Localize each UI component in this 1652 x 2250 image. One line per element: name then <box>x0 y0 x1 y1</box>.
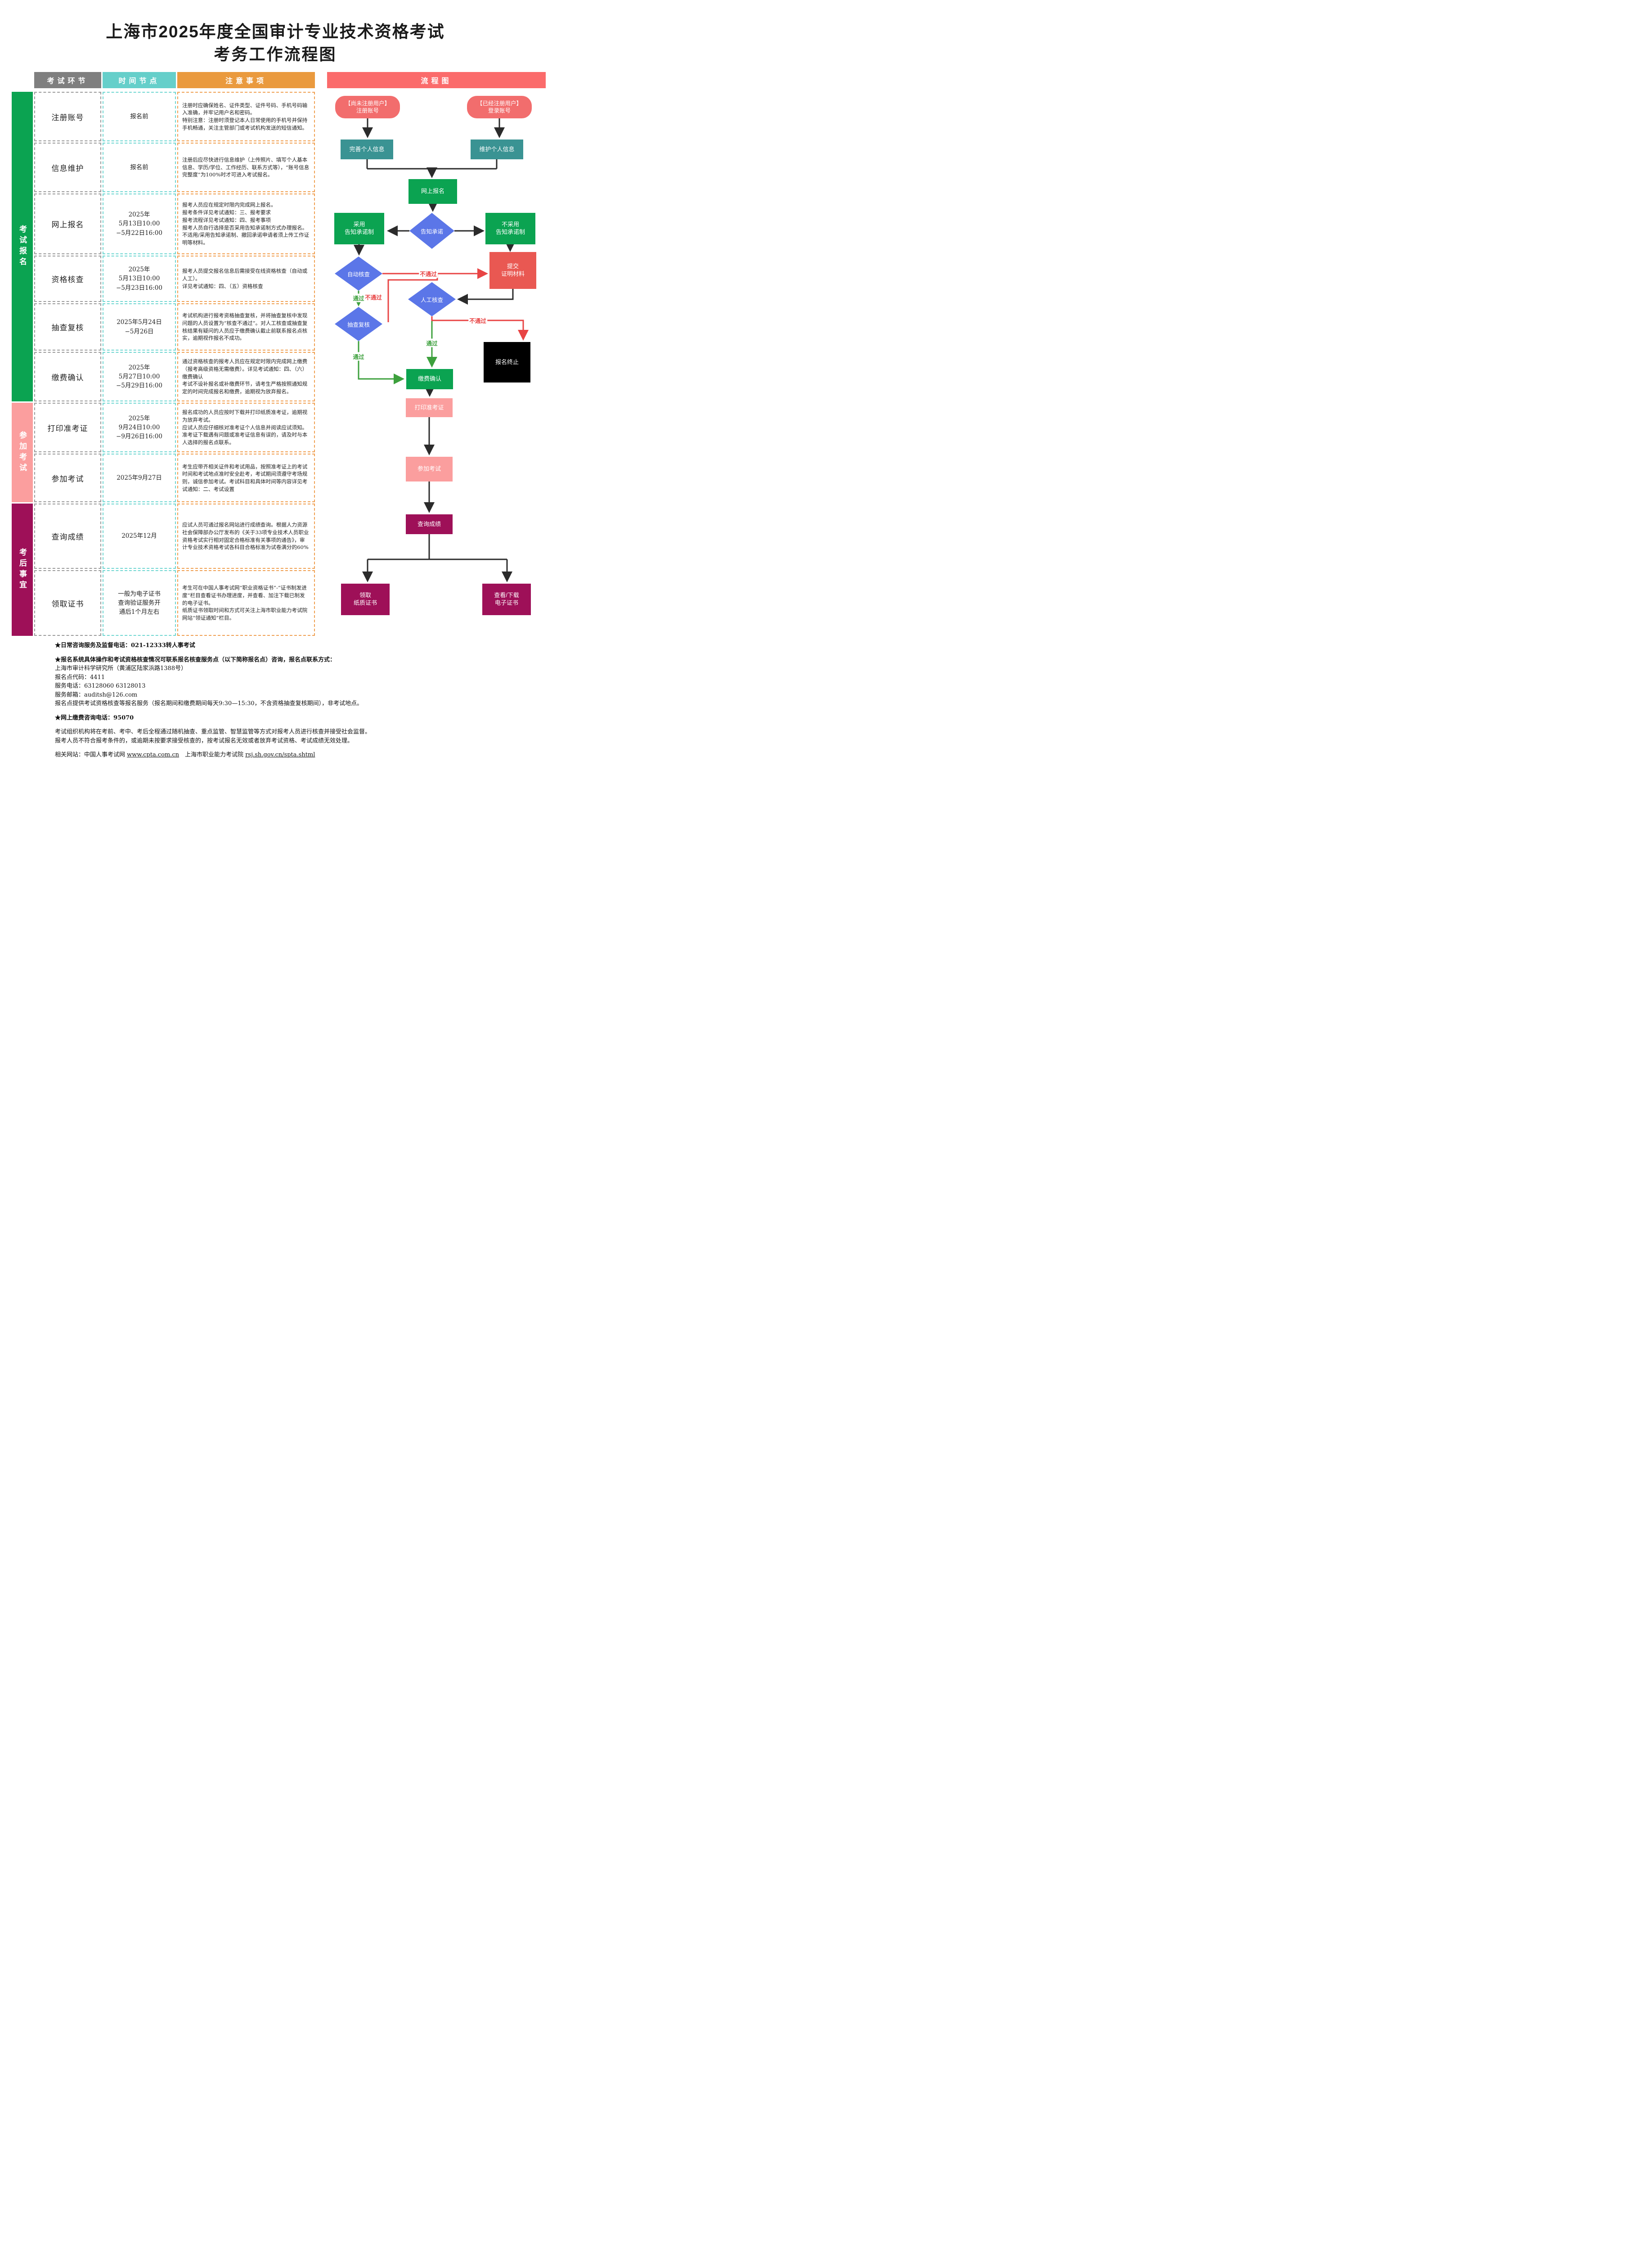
flow-node-maintain-info: 维护个人信息 <box>471 140 523 159</box>
flow-node-reg-end: 报名终止 <box>484 342 530 382</box>
edge-label-fail: 不通过 <box>364 292 383 302</box>
time-cell: 2025年 5月13日10:00 −5月22日16:00 <box>103 194 176 254</box>
header-time: 时间节点 <box>103 72 176 88</box>
link-cpta[interactable]: www.cpta.com.cn <box>127 752 180 758</box>
footer-email: 服务邮箱：auditsh@126.com <box>55 691 138 698</box>
flow-node-print-ticket: 打印准考证 <box>406 398 453 417</box>
flow-node-complete-info: 完善个人信息 <box>341 140 393 159</box>
time-cell: 一般为电子证书 查询验证服务开 通后1个月左右 <box>103 570 176 636</box>
flow-node-e-cert: 查看/下载 电子证书 <box>482 584 531 615</box>
footer-pay-hotline: ★网上缴费咨询电话：95070 <box>55 714 134 721</box>
stage-cell: 参加考试 <box>34 454 101 502</box>
stage-cell: 注册账号 <box>34 92 101 141</box>
sidebar-group-exam: 参加考试 <box>12 403 33 502</box>
sidebar-group-registration: 考试报名 <box>12 92 33 401</box>
stage-cell: 查询成绩 <box>34 504 101 569</box>
footer-hotline: ★日常咨询服务及监督电话：021-12333转人事考试 <box>55 642 195 649</box>
table-header-row: 考试环节 时间节点 注意事项 <box>12 72 315 88</box>
footer-supervision-2: 报考人员不符合报考条件的，或逾期未按要求接受核查的，按考试报名无效或者放弃考试资… <box>55 737 354 744</box>
stage-cell: 网上报名 <box>34 194 101 254</box>
flow-node-paper-cert: 领取 纸质证书 <box>341 584 390 615</box>
footer-org: 上海市审计科学研究所（黄浦区陆家浜路1388号） <box>55 665 187 672</box>
edge-label-pass: 通过 <box>352 293 365 302</box>
footer-supervision-1: 考试组织机构将在考前、考中、考后全程通过随机抽查、重点监管、智慧监管等方式对报考… <box>55 729 371 735</box>
time-cell: 2025年5月24日 −5月26日 <box>103 303 176 351</box>
flow-node-submit-materials: 提交 证明材料 <box>489 252 536 289</box>
stage-cell: 领取证书 <box>34 570 101 636</box>
header-note: 注意事项 <box>177 72 315 88</box>
time-cell: 2025年 5月27日10:00 −5月29日16:00 <box>103 352 176 401</box>
note-cell: 报考人员应在规定时限内完成网上报名。 报考条件详见考试通知：三、报考要求 报考流… <box>177 194 315 254</box>
note-cell: 考生应带齐相关证件和考试用品，按照准考证上的考试时间和考试地点准时安全赴考，考试… <box>177 454 315 502</box>
edge-label-fail: 不通过 <box>468 316 487 325</box>
page-subtitle: 考务工作流程图 <box>214 45 337 63</box>
footer-service-note: 报名点提供考试资格核查等报名服务（报名期间和缴费期间每天9:30—15:30，不… <box>55 700 363 707</box>
page-title: 上海市2025年度全国审计专业技术资格考试 <box>106 22 445 41</box>
sidebar-group-after: 考后事宜 <box>12 504 33 636</box>
time-cell: 报名前 <box>103 92 176 141</box>
stage-cell: 抽查复核 <box>34 303 101 351</box>
footer-sites: 相关网站：中国人事考试网 www.cpta.com.cn 上海市职业能力考试院 … <box>55 751 527 760</box>
time-cell: 报名前 <box>103 143 176 192</box>
flow-node-login-existing: 【已经注册用户】 登录账号 <box>467 96 532 118</box>
flow-node-register-new: 【尚未注册用户】 注册账号 <box>335 96 400 118</box>
edge-label-pass: 通过 <box>352 352 365 361</box>
flowchart-panel: 流程图 <box>327 72 546 648</box>
link-spta[interactable]: rsj.sh.gov.cn/spta.shtml <box>245 752 315 758</box>
edge-label-pass: 通过 <box>425 338 439 347</box>
note-cell: 通过资格核查的报考人员应在规定时限内完成网上缴费（报考高级资格无需缴费）。详见考… <box>177 352 315 401</box>
footer-phone: 服务电话：63128060 63128013 <box>55 683 146 689</box>
note-cell: 报考人员提交报名信息后需接受在线资格核查（自动或人工）。 详见考试通知：四、（五… <box>177 256 315 302</box>
stage-cell: 打印准考证 <box>34 403 101 452</box>
sites-mid: 上海市职业能力考试院 <box>179 752 246 758</box>
flow-node-online-reg: 网上报名 <box>409 179 457 204</box>
header-spacer <box>12 72 33 88</box>
edge-label-fail: 不通过 <box>419 269 438 278</box>
time-cell: 2025年12月 <box>103 504 176 569</box>
time-cell: 2025年 9月24日10:00 −9月26日16:00 <box>103 403 176 452</box>
note-cell: 注册后应尽快进行信息维护（上传照片、填写个人基本信息、学历/学位、工作经历、联系… <box>177 143 315 192</box>
header-flowchart: 流程图 <box>327 72 546 88</box>
sites-prefix: 相关网站：中国人事考试网 <box>55 752 127 758</box>
header-stage: 考试环节 <box>34 72 101 88</box>
flow-node-take-exam: 参加考试 <box>406 457 453 482</box>
stage-cell: 资格核查 <box>34 256 101 302</box>
time-cell: 2025年 5月13日10:00 −5月23日16:00 <box>103 256 176 302</box>
stage-cell: 缴费确认 <box>34 352 101 401</box>
footer-reg-intro: ★报名系统具体操作和考试资格核查情况可联系报名核查服务点（以下简称报名点）咨询，… <box>55 656 336 663</box>
flow-node-use-commit: 采用 告知承诺制 <box>334 213 384 244</box>
note-cell: 报名成功的人员应按时下载并打印纸质准考证，逾期视为放弃考试。 应试人员应仔细核对… <box>177 403 315 452</box>
flow-node-query-score: 查询成绩 <box>406 514 453 534</box>
note-cell: 注册时应确保姓名、证件类型、证件号码、手机号码输入准确，并牢记用户名和密码。 特… <box>177 92 315 141</box>
page: 上海市2025年度全国审计专业技术资格考试 考务工作流程图 考试环节 时间节点 … <box>0 0 551 760</box>
stage-cell: 信息维护 <box>34 143 101 192</box>
process-table: 考试报名 参加考试 考后事宜 注册账号 报名前 注册时应确保姓名、证件类型、证件… <box>12 92 315 636</box>
note-cell: 考生可在中国人事考试网“职业资格证书”-“证书制发进度”栏目查看证书办理进度，并… <box>177 570 315 636</box>
note-cell: 应试人员可通过报名网站进行成绩查询。根据人力资源社会保障部办公厅发布的《关于33… <box>177 504 315 569</box>
footer-notes: ★日常咨询服务及监督电话：021-12333转人事考试 ★报名系统具体操作和考试… <box>55 641 527 760</box>
time-cell: 2025年9月27日 <box>103 454 176 502</box>
flow-node-pay-confirm: 缴费确认 <box>406 369 453 389</box>
flow-node-no-commit: 不采用 告知承诺制 <box>485 213 535 244</box>
note-cell: 考试机构进行报考资格抽查复核，并将抽查复核中发现问题的人员设置为“核查不通过”。… <box>177 303 315 351</box>
footer-code: 报名点代码：4411 <box>55 674 105 681</box>
